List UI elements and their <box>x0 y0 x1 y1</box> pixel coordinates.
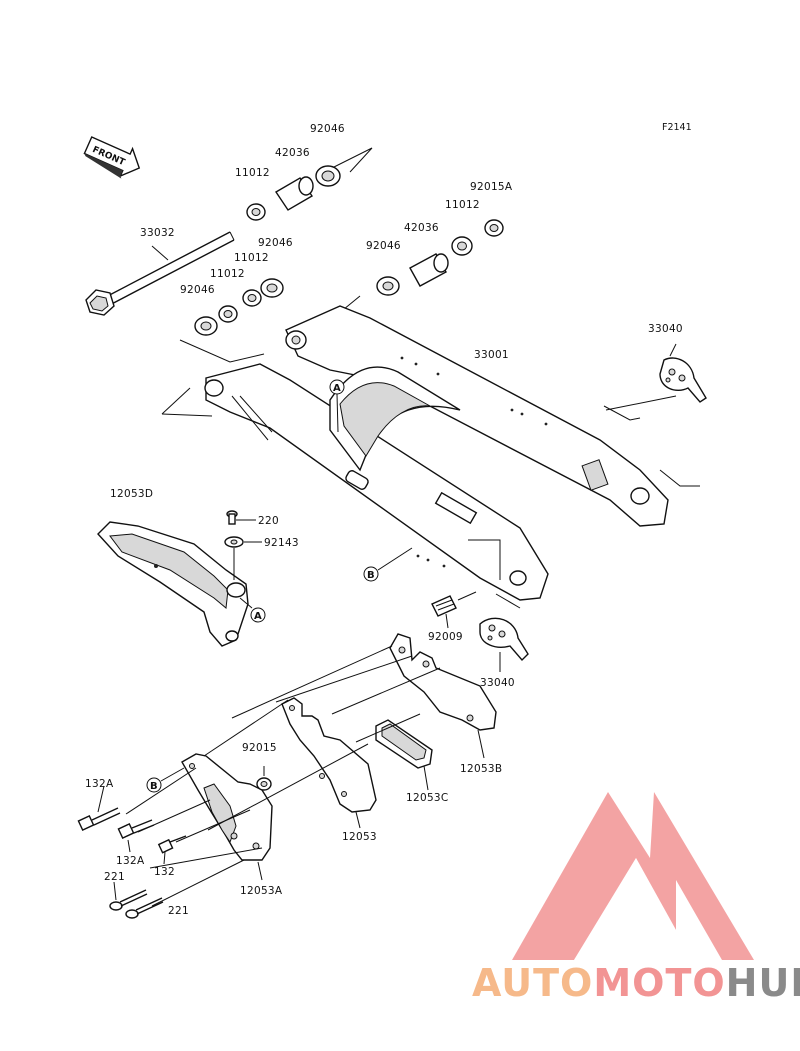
label-11012-mid: 11012 <box>234 252 269 264</box>
watermark-moto: MOTO <box>593 961 725 1005</box>
bolt-132a-bottom <box>117 819 155 839</box>
marker-b-label: B <box>367 570 375 581</box>
label-221-right: 221 <box>168 905 189 917</box>
label-92046-left: 92046 <box>180 284 215 296</box>
watermark-mountain-icon <box>512 792 754 960</box>
bearing-92046-right <box>376 276 400 296</box>
bolt-132a-top <box>77 807 121 831</box>
marker-b-guide-label: B <box>150 781 158 792</box>
label-12053b: 12053B <box>460 763 502 775</box>
label-11012-right: 11012 <box>445 199 480 211</box>
chain-adjuster-bottom <box>479 617 529 662</box>
label-132a-top: 132A <box>85 778 114 790</box>
swingarm-33001 <box>204 305 669 601</box>
watermark-auto: AUTO <box>472 961 593 1005</box>
label-11012-top: 11012 <box>235 167 270 179</box>
label-92015a: 92015A <box>470 181 513 193</box>
bolt-132 <box>157 835 187 854</box>
front-arrow-icon: FRONT <box>83 136 141 179</box>
label-12053c: 12053C <box>406 792 449 804</box>
guide-12053 <box>281 697 377 813</box>
label-12053a: 12053A <box>240 885 283 897</box>
label-12053d: 12053D <box>110 488 153 500</box>
label-33001: 33001 <box>474 349 509 361</box>
label-92046-right: 92046 <box>366 240 401 252</box>
marker-a-label: A <box>333 383 341 394</box>
chain-adjuster-top <box>659 357 707 403</box>
label-220: 220 <box>258 515 279 527</box>
label-42036-top: 42036 <box>275 147 310 159</box>
sleeve-42036-right <box>409 253 449 287</box>
label-132a-bottom: 132A <box>116 855 145 867</box>
marker-b-guide: B <box>146 767 185 793</box>
marker-b-swingarm: B <box>363 547 413 582</box>
label-11012-left: 11012 <box>210 268 245 280</box>
seal-11012-top <box>246 203 266 221</box>
bearing-92046-left <box>194 316 218 336</box>
collar-92015a <box>484 219 504 237</box>
label-221-left: 221 <box>104 871 125 883</box>
watermark-hub: HUB <box>726 961 800 1005</box>
nut-92015 <box>256 777 272 791</box>
guide-plate-12053b <box>389 633 497 731</box>
label-12053: 12053 <box>342 831 377 843</box>
watermark-logo <box>512 792 754 960</box>
marker-a-guide: A <box>239 597 266 623</box>
label-42036-right: 42036 <box>404 222 439 234</box>
bolt-92009 <box>431 595 457 617</box>
seal-11012-mid <box>242 289 262 307</box>
washer-92143 <box>224 536 244 548</box>
guide-12053a <box>181 753 273 861</box>
label-33040-top: 33040 <box>648 323 683 335</box>
screw-220 <box>226 510 238 525</box>
screw-221-left <box>109 889 148 911</box>
label-92009: 92009 <box>428 631 463 643</box>
label-132: 132 <box>154 866 175 878</box>
diagram-ref-code: F2141 <box>662 122 692 133</box>
screw-221-right <box>125 897 164 919</box>
marker-a-swingarm: A <box>329 379 345 433</box>
label-33032: 33032 <box>140 227 175 239</box>
seal-11012-right <box>451 236 473 256</box>
bearing-92046-mid <box>260 278 284 298</box>
marker-a-guide-label: A <box>254 611 262 622</box>
bearing-92046-top <box>315 165 341 187</box>
pivot-axle <box>85 231 235 316</box>
seal-11012-left <box>218 305 238 323</box>
label-92046-mid: 92046 <box>258 237 293 249</box>
label-92015: 92015 <box>242 742 277 754</box>
slider-12053c <box>375 719 433 769</box>
chain-guide-12053d <box>97 521 249 647</box>
sleeve-42036-top <box>275 176 314 211</box>
label-33040-bottom: 33040 <box>480 677 515 689</box>
label-92046-top: 92046 <box>310 123 345 135</box>
watermark-text: AUTOMOTOHUB <box>472 961 800 1005</box>
label-92143: 92143 <box>264 537 299 549</box>
